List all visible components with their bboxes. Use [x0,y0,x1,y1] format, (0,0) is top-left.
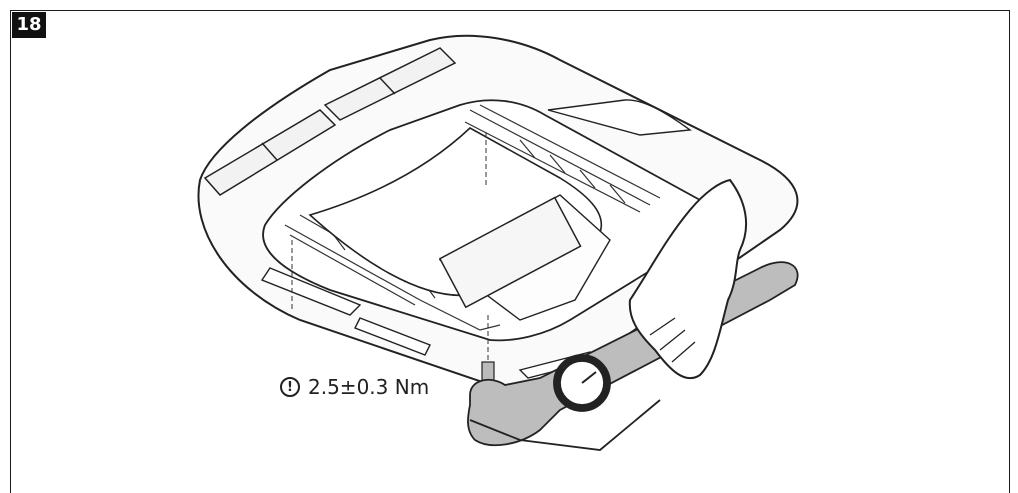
torque-annotation: ! 2.5±0.3 Nm [280,375,429,399]
torque-value: 2.5±0.3 Nm [308,375,430,399]
figure-frame [10,10,1010,493]
side-slots [260,99,692,379]
flyscreen-window [438,196,582,309]
warning-exclamation-icon: ! [280,377,300,397]
screw-guide-lines [291,132,489,365]
louver-top-left [203,47,457,196]
step-number-badge: 18 [12,12,46,38]
